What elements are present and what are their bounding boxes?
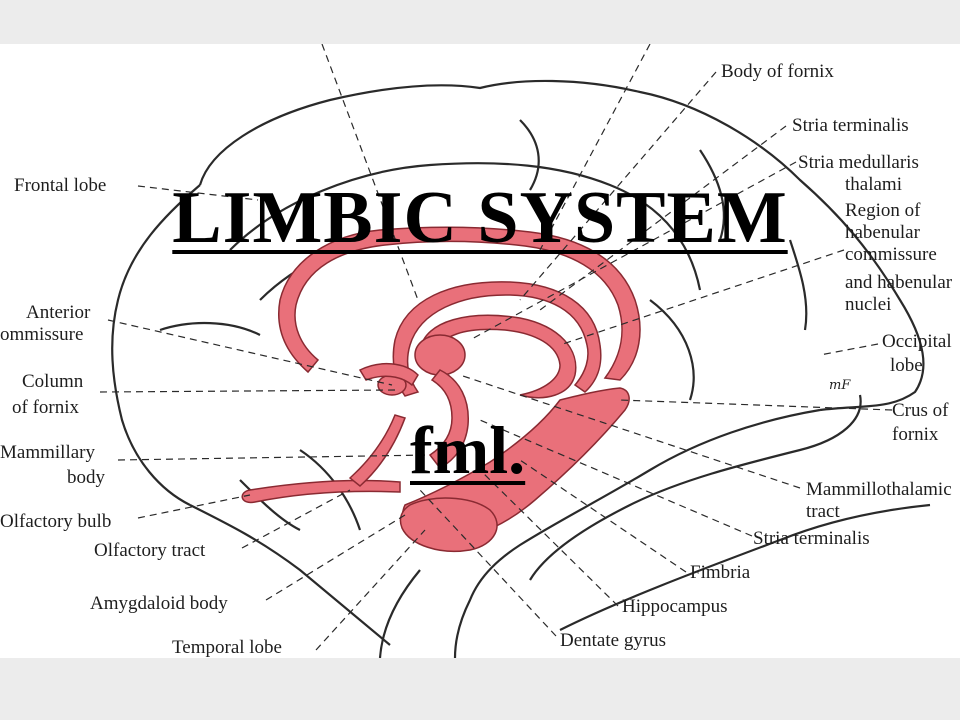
label-habenular-line5: nuclei [845,294,892,315]
brain-diagram [99,44,931,658]
label-anterior-commissure-line1: Anterior [26,302,91,323]
label-stria-medullaris-line2: thalami [845,174,902,195]
label-crus-of-fornix-line2: fornix [892,424,939,445]
label-hippocampus: Hippocampus [622,596,728,617]
label-mammillothalamic-line1: Mammillothalamic [806,479,952,500]
label-stria-terminalis-bottom: Stria terminalis [753,528,870,549]
label-olfactory-bulb: Olfactory bulb [0,511,112,532]
label-stria-terminalis-top: Stria terminalis [792,115,909,136]
label-amygdaloid-body: Amygdaloid body [90,593,228,614]
brain-figure: mF [0,44,960,658]
label-mammillary-body-line2: body [67,467,105,488]
label-habenular-line1: Region of [845,200,921,221]
label-frontal-lobe: Frontal lobe [14,175,107,196]
label-occipital-lobe-line1: Occipital [882,331,952,352]
label-habenular-line2: habenular [845,222,920,243]
artist-initials: mF [829,378,851,393]
slide-subtitle: fml. [410,412,526,488]
label-mammillary-body-line1: Mammillary [0,442,95,463]
label-olfactory-tract: Olfactory tract [94,540,206,561]
label-mammillothalamic-line2: tract [806,501,840,522]
label-column-of-fornix-line2: of fornix [12,397,80,418]
label-body-of-fornix: Body of fornix [721,61,834,82]
leader-lines [99,44,893,651]
slide-title: LIMBIC SYSTEM [172,177,788,259]
label-fimbria: Fimbria [690,562,751,583]
label-anterior-commissure-line2: ommissure [0,324,84,345]
label-temporal-lobe: Temporal lobe [172,637,282,658]
label-habenular-line3: commissure [845,244,937,265]
label-stria-medullaris-line1: Stria medullaris [798,152,919,173]
label-habenular-line4: and habenular [845,272,953,293]
limbic-structures [241,226,641,552]
label-dentate-gyrus: Dentate gyrus [560,630,667,651]
label-crus-of-fornix-line1: Crus of [892,400,949,421]
label-occipital-lobe-line2: lobe [890,355,923,376]
label-column-of-fornix-line1: Column [22,371,84,392]
brain-outline [111,79,931,658]
